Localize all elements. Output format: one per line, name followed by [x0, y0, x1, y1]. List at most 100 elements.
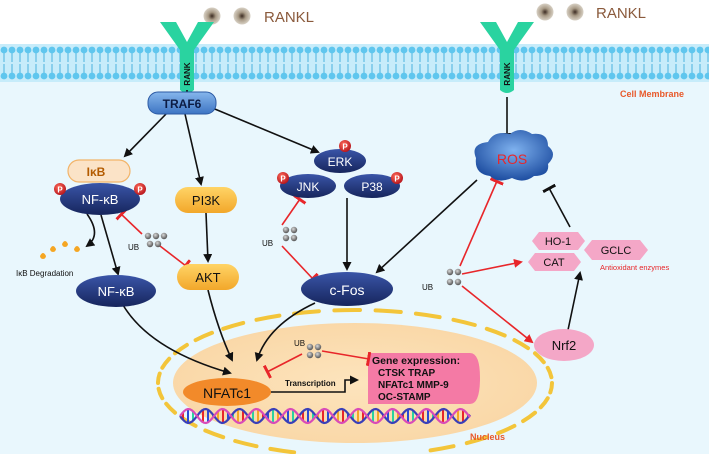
- ros-label: ROS: [497, 151, 527, 167]
- ub-cluster-4: UB: [422, 268, 462, 292]
- inhibit-ub-cfos: [281, 245, 319, 285]
- pi3k-node: PI3K: [175, 187, 237, 213]
- nfkb-label: NF-κB: [98, 284, 135, 299]
- rankl-label-right: RANKL: [596, 5, 646, 22]
- ikb-nfkb-complex: IκB NF-κB P P: [54, 159, 146, 215]
- nfatc1-label: NFATc1: [203, 385, 251, 401]
- erk-label: ERK: [328, 155, 353, 169]
- phospho-label: P: [394, 175, 400, 184]
- traf6-label: TRAF6: [163, 97, 202, 111]
- ub-label: UB: [294, 339, 305, 348]
- akt-node: AKT: [177, 264, 239, 290]
- rankl-label-left: RANKL: [264, 9, 314, 26]
- transcription-label: Transcription: [285, 379, 336, 388]
- nfkb-complex-label: NF-κB: [82, 192, 119, 207]
- akt-label: AKT: [195, 270, 220, 285]
- ub-label: UB: [262, 239, 273, 248]
- arrow-ikb-degradation: [85, 213, 96, 248]
- membrane-label: Cell Membrane: [620, 89, 684, 99]
- inhibit-ub-ros: [459, 177, 504, 267]
- arrow-nfkb-nfkb: [100, 214, 121, 276]
- cfos-label: c-Fos: [330, 282, 365, 298]
- arrow-transcription: [262, 375, 359, 393]
- inhibit-enzymes-ros: [542, 183, 571, 228]
- inhibit-ub-nfatc1: [262, 353, 303, 379]
- cell-membrane: [0, 44, 709, 82]
- nrf2-label: Nrf2: [552, 338, 577, 353]
- inhibit-ub-nfkb: [115, 208, 143, 235]
- phospho-label: P: [280, 175, 286, 184]
- ub-cluster-1: UB: [128, 232, 168, 252]
- arrow-ros-cfos: [375, 179, 478, 274]
- phospho-icon: [134, 183, 146, 195]
- gclc-node: GCLC: [584, 240, 648, 260]
- arrow-nfkb-nfatc1: [122, 304, 232, 376]
- phospho-icon: [277, 172, 289, 184]
- nucleus: [156, 307, 554, 454]
- gene-expression-text: Gene expression: CTSK TRAP NFATc1 MMP-9 …: [372, 355, 460, 403]
- ligand-icon: [203, 7, 221, 25]
- erk-node: ERK P: [314, 140, 366, 173]
- cfos-node: c-Fos: [301, 272, 393, 306]
- rank-label-right: RANK: [503, 62, 512, 85]
- ros-node: ROS: [474, 130, 553, 181]
- inhibit-ub-gene-expression: [321, 350, 372, 367]
- ub-cluster-2: UB: [262, 226, 298, 248]
- ub-label: UB: [128, 243, 139, 252]
- antioxidant-label: Antioxidant enzymes: [600, 263, 669, 272]
- cat-label: CAT: [543, 257, 564, 269]
- gene-line-1: CTSK TRAP: [378, 368, 436, 379]
- arrow-ub-cat: [461, 258, 523, 275]
- phospho-icon: [54, 183, 66, 195]
- arrow-traf6-erk: [209, 106, 320, 154]
- nfkb-node: NF-κB: [76, 275, 156, 307]
- cat-node: CAT: [528, 253, 581, 271]
- inhibit-ub-akt: [159, 245, 192, 273]
- arrow-traf6-ikb: [123, 111, 169, 158]
- dna-helix: [179, 407, 471, 425]
- rankl-ligands-right: [536, 3, 584, 21]
- pi3k-label: PI3K: [192, 193, 221, 208]
- gene-line-3: OC-STAMP: [378, 392, 431, 403]
- gene-line-2: NFATc1 MMP-9: [378, 380, 449, 391]
- nfatc1-node: NFATc1: [183, 378, 271, 406]
- phospho-label: P: [137, 186, 143, 195]
- arrow-traf6-pi3k: [184, 113, 204, 186]
- rank-receptor-left: RANK: [160, 22, 214, 93]
- ikb-label: IκB: [87, 165, 106, 179]
- jnk-node: JNK P: [277, 172, 336, 198]
- degradation-drops-icon: [40, 241, 80, 259]
- ub-cluster-3: UB: [294, 339, 322, 359]
- phospho-icon: [391, 172, 403, 184]
- phospho-icon: [339, 140, 351, 152]
- connectors: [85, 90, 583, 393]
- gene-expression-box: [368, 353, 480, 404]
- ho1-node: HO-1: [532, 232, 585, 250]
- arrow-akt-nfatc1: [207, 289, 234, 362]
- arrow-nrf2-enzymes: [567, 271, 583, 331]
- ikb-degradation-label: IκB Degradation: [16, 269, 73, 278]
- p38-label: P38: [361, 180, 383, 194]
- gene-expression-title: Gene expression:: [372, 355, 460, 367]
- arrow-ub-nrf2: [461, 285, 534, 344]
- ub-label: UB: [422, 283, 433, 292]
- rank-label-left: RANK: [183, 62, 192, 85]
- gclc-label: GCLC: [601, 245, 632, 257]
- arrow-pi3k-akt: [203, 212, 213, 263]
- nucleus-label: Nucleus: [470, 432, 505, 442]
- arrow-cfos-nfatc1: [254, 302, 316, 362]
- phospho-label: P: [342, 143, 348, 152]
- p38-node: P38 P: [344, 172, 403, 198]
- ligand-icon: [536, 3, 554, 21]
- inhibit-ub-jnk: [281, 194, 307, 226]
- ho1-label: HO-1: [545, 236, 571, 248]
- ligand-icon: [566, 3, 584, 21]
- ligand-icon: [233, 7, 251, 25]
- jnk-label: JNK: [297, 180, 320, 194]
- phospho-label: P: [57, 186, 63, 195]
- traf6-node: TRAF6: [147, 91, 217, 115]
- rank-receptor-right: RANK: [480, 22, 534, 93]
- nrf2-node: Nrf2: [534, 329, 594, 361]
